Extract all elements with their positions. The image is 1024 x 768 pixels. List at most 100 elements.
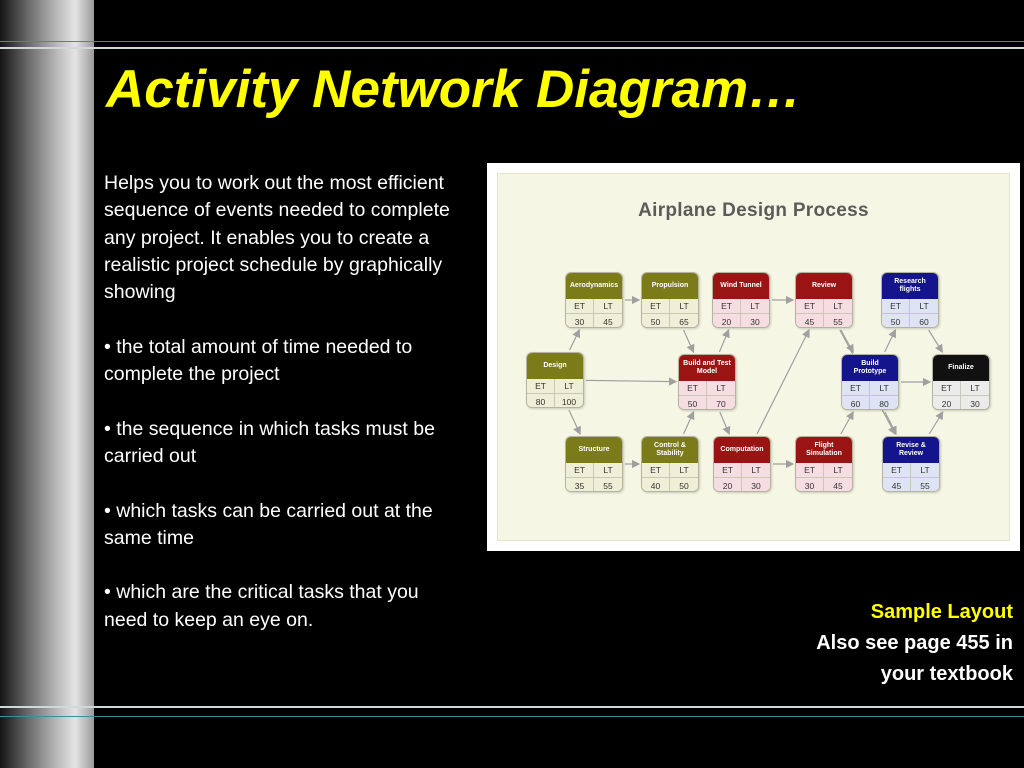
bullet-total-time: • the total amount of time needed to com… — [104, 335, 413, 386]
intro-paragraph: Helps you to work out the most efficient… — [104, 172, 450, 304]
et-header: ET — [642, 463, 670, 478]
caption: Sample Layout Also see page 455 in your … — [713, 597, 1013, 690]
et-header: ET — [882, 299, 910, 314]
lt-header: LT — [555, 379, 583, 394]
node-title: Revise & Review — [883, 437, 939, 463]
caption-textbook: your textbook — [880, 663, 1013, 685]
edge-computation-to-review — [756, 328, 810, 435]
top-rule-teal — [0, 41, 1024, 42]
edge-propulsion-to-build-test — [682, 329, 695, 354]
lt-header: LT — [742, 463, 770, 478]
bottom-rule-light — [0, 706, 1024, 708]
node-title: Build and Test Model — [679, 355, 735, 381]
edge-build-test-to-computation — [719, 411, 731, 436]
lt-header: LT — [911, 463, 939, 478]
caption-sample-layout: Sample Layout — [870, 601, 1013, 623]
et-value: 60 — [842, 396, 870, 409]
et-header: ET — [642, 299, 670, 314]
et-value: 45 — [883, 478, 911, 491]
lt-header: LT — [870, 381, 898, 396]
lt-value: 80 — [879, 398, 889, 409]
et-value: 35 — [566, 478, 594, 491]
et-header: ET — [566, 299, 594, 314]
edge-design-to-structure — [568, 409, 581, 436]
lt-header: LT — [961, 381, 989, 396]
node-title: Aerodynamics — [566, 273, 622, 299]
node-title: Research flights — [882, 273, 938, 299]
et-value: 50 — [679, 396, 707, 409]
et-value: 50 — [642, 314, 670, 327]
et-value: 20 — [713, 314, 741, 327]
et-header: ET — [796, 463, 824, 478]
lt-header: LT — [670, 463, 698, 478]
lt-value: 30 — [970, 398, 980, 409]
et-value: 30 — [796, 478, 824, 491]
et-header: ET — [933, 381, 961, 396]
edge-review-to-prototype — [840, 329, 854, 354]
diagram-edges — [568, 295, 944, 469]
et-header: ET — [566, 463, 594, 478]
et-header: ET — [679, 381, 707, 396]
edge-revise-to-finalize — [928, 410, 944, 435]
node-title: Structure — [566, 437, 622, 463]
caption-see-page: Also see page 455 in — [816, 632, 1013, 654]
lt-header: LT — [594, 299, 622, 314]
lt-value: 50 — [679, 480, 689, 491]
bullet-critical-tasks: • which are the critical tasks that you … — [104, 581, 419, 631]
et-value: 20 — [714, 478, 742, 491]
et-header: ET — [796, 299, 824, 314]
et-header: ET — [714, 463, 742, 478]
body-text: Helps you to work out the most efficient… — [104, 170, 456, 661]
edge-control-to-build-test — [682, 410, 695, 435]
lt-value: 45 — [833, 480, 843, 491]
bullet-sequence: • the sequence in which tasks must be ca… — [104, 417, 435, 467]
lt-value: 55 — [603, 480, 613, 491]
edge-research-to-finalize — [928, 329, 943, 354]
left-gradient-bar — [0, 0, 94, 768]
edge-build-test-to-wind — [718, 328, 730, 353]
lt-header: LT — [594, 463, 622, 478]
lt-value: 70 — [716, 398, 726, 409]
lt-header: LT — [670, 299, 698, 314]
edge-design-to-aerodynamics — [569, 328, 580, 351]
node-title: Propulsion — [642, 273, 698, 299]
et-header: ET — [713, 299, 741, 314]
bullet-parallel-tasks: • which tasks can be carried out at the … — [104, 499, 433, 549]
lt-value: 60 — [919, 316, 929, 327]
lt-header: LT — [824, 463, 852, 478]
et-value: 45 — [796, 314, 824, 327]
et-header: ET — [883, 463, 911, 478]
lt-value: 65 — [679, 316, 689, 327]
node-title: Finalize — [933, 355, 989, 381]
et-value: 30 — [566, 314, 594, 327]
node-title: Build Prototype — [842, 355, 898, 381]
lt-header: LT — [824, 299, 852, 314]
